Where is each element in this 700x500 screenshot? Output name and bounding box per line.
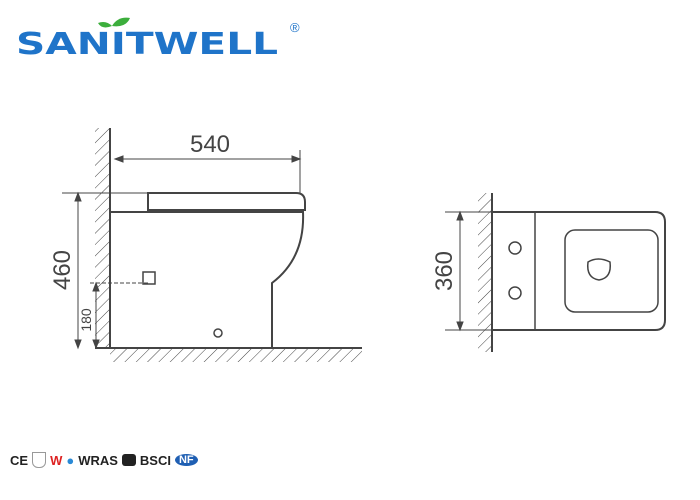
dim-360-label: 360 [431, 251, 458, 291]
top-view [445, 193, 666, 352]
toilet-body [109, 211, 305, 348]
svg-text:SANITWELL: SANITWELL [16, 27, 278, 62]
dim-540-label: 540 [190, 131, 230, 158]
outlet-marker [142, 271, 156, 285]
dim-180-label: 180 [78, 308, 94, 332]
cert-ce: CE [10, 452, 29, 468]
cert-wras: WRAS [78, 452, 118, 468]
floor-hatch [110, 348, 362, 362]
globe-icon [121, 454, 136, 466]
brand-logo: SANITWELL ® [16, 17, 300, 62]
cert-bsci: BSCI [139, 452, 171, 468]
toilet-outline [492, 211, 666, 331]
fixing-hole [213, 328, 223, 338]
cert-nf: NF [174, 454, 198, 466]
bowl-outlet [586, 258, 612, 281]
wall-hatch [95, 128, 110, 348]
side-view [62, 128, 362, 362]
toilet-lid [147, 192, 306, 211]
dim-460-label: 460 [49, 250, 76, 290]
shield-icon [32, 452, 47, 468]
certification-logos: CE W ● WRAS BSCI NF [10, 452, 198, 468]
seat-outline [564, 229, 659, 313]
svg-text:®: ® [290, 20, 300, 35]
cert-watermark: W [50, 452, 63, 468]
water-drop-icon: ● [66, 452, 75, 468]
